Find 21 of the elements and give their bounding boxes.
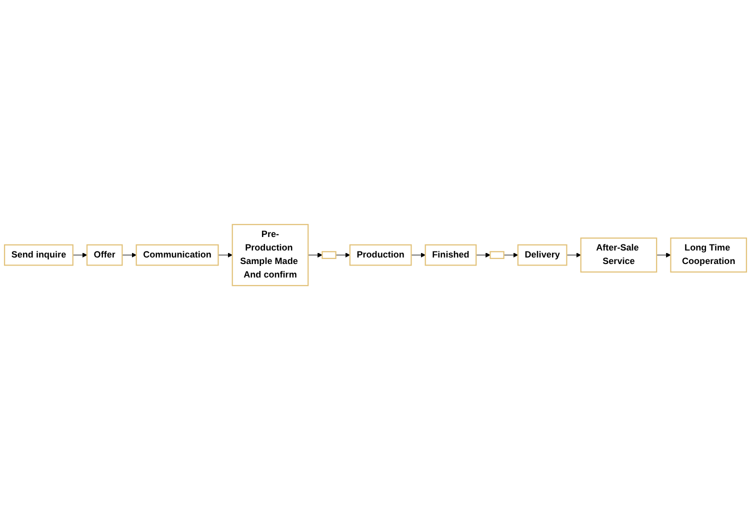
arrow — [504, 253, 518, 258]
arrow — [476, 253, 490, 258]
node-box: Pre-Production Sample Made And confirm — [232, 224, 309, 287]
node-box: Communication — [136, 244, 219, 266]
arrow — [656, 253, 671, 258]
node-box — [322, 252, 336, 260]
arrow — [308, 253, 322, 258]
node-box: After-Sale Service — [580, 238, 658, 274]
arrow — [122, 253, 137, 258]
arrow — [218, 253, 233, 258]
node-box: Send inquire — [4, 244, 74, 266]
node-box: Offer — [86, 244, 123, 266]
node-box: Finished — [424, 244, 477, 266]
node-box — [490, 252, 504, 260]
node-box: Delivery — [517, 244, 568, 266]
arrow — [566, 253, 582, 258]
arrow — [336, 253, 350, 258]
arrow — [72, 253, 88, 258]
node-box: Long Time Cooperation — [670, 238, 748, 274]
node-box: Production — [349, 244, 412, 266]
arrow — [410, 253, 426, 258]
